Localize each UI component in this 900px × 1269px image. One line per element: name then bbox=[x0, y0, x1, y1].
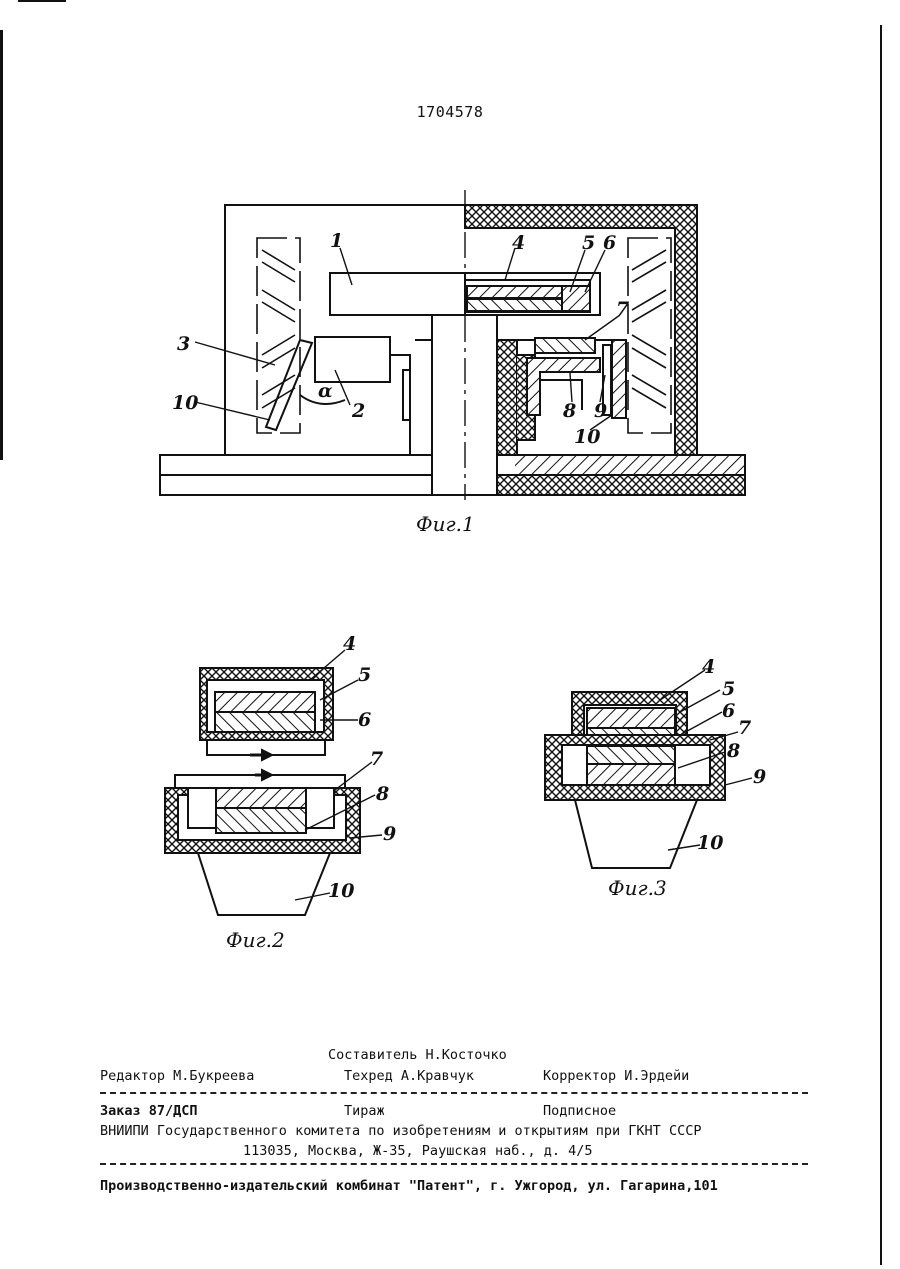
fig1-label-6: 6 bbox=[603, 232, 616, 254]
fig3-label-5: 5 bbox=[722, 678, 735, 700]
fig2-label-10: 10 bbox=[328, 880, 354, 902]
fig3-label-7: 7 bbox=[738, 717, 751, 739]
fig2-label-7: 7 bbox=[370, 748, 383, 770]
fig1-label-9: 9 bbox=[594, 400, 607, 422]
fig1-label-10-right: 10 bbox=[574, 426, 600, 448]
imprint-editor: Редактор М.Букреева bbox=[100, 1068, 254, 1084]
figure-1-drawing bbox=[160, 190, 745, 500]
figure-2-drawing bbox=[165, 650, 382, 915]
fig1-angle-alpha: α bbox=[318, 380, 333, 402]
fig3-label-6: 6 bbox=[722, 700, 735, 722]
imprint-compiler: Составитель Н.Косточко bbox=[328, 1047, 507, 1063]
fig2-caption: Фиг.2 bbox=[226, 928, 285, 952]
fig3-label-10: 10 bbox=[697, 832, 723, 854]
fig2-label-9: 9 bbox=[383, 823, 396, 845]
imprint-order: Заказ 87/ДСП bbox=[100, 1103, 198, 1119]
fig2-label-8: 8 bbox=[376, 783, 389, 805]
fig1-label-8: 8 bbox=[563, 400, 576, 422]
imprint-divider-2 bbox=[100, 1163, 808, 1165]
imprint-podpisnoe: Подписное bbox=[543, 1103, 616, 1119]
fig1-label-7: 7 bbox=[616, 298, 629, 320]
imprint-vniipi: ВНИИПИ Государственного комитета по изоб… bbox=[100, 1123, 701, 1139]
imprint-address: 113035, Москва, Ж-35, Раушская наб., д. … bbox=[243, 1143, 593, 1159]
fig1-label-5: 5 bbox=[582, 232, 595, 254]
fig1-caption: Фиг.1 bbox=[416, 512, 475, 536]
fig1-label-2: 2 bbox=[352, 400, 365, 422]
fig2-label-6: 6 bbox=[358, 709, 371, 731]
fig3-label-8: 8 bbox=[727, 740, 740, 762]
fig1-label-3: 3 bbox=[177, 333, 190, 355]
fig3-label-4: 4 bbox=[702, 656, 715, 678]
fig1-label-10-left: 10 bbox=[172, 392, 198, 414]
fig2-label-4: 4 bbox=[343, 633, 356, 655]
fig3-caption: Фиг.3 bbox=[608, 876, 667, 900]
imprint-publisher: Производственно-издательский комбинат "П… bbox=[100, 1178, 718, 1194]
fig3-label-9: 9 bbox=[753, 766, 766, 788]
imprint-techred: Техред А.Кравчук bbox=[344, 1068, 474, 1084]
fig1-label-4: 4 bbox=[512, 232, 525, 254]
imprint-tirazh: Тираж bbox=[344, 1103, 385, 1119]
imprint-corrector: Корректор И.Эрдейи bbox=[543, 1068, 689, 1084]
fig1-label-1: 1 bbox=[330, 230, 343, 252]
fig2-label-5: 5 bbox=[358, 664, 371, 686]
imprint-divider-1 bbox=[100, 1092, 808, 1094]
